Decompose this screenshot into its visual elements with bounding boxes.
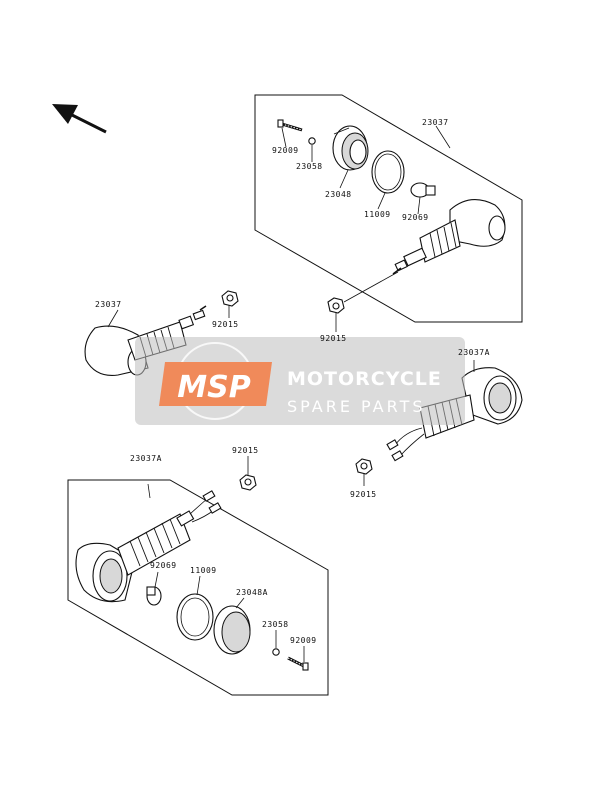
- top-nut: [327, 297, 345, 314]
- watermark-line1: MOTORCYCLE: [287, 368, 442, 390]
- watermark-line2: SPARE PARTS: [287, 397, 426, 416]
- label-right-assembly: 23037A: [458, 348, 490, 357]
- top-gasket: [371, 150, 405, 194]
- label-top-lens: 23048: [325, 190, 352, 199]
- label-top-assembly: 23037: [422, 118, 449, 127]
- top-bulb: [410, 182, 436, 198]
- label-bottom-assembly: 23037A: [130, 454, 162, 463]
- bottom-screw: [287, 646, 309, 671]
- label-top-washer: 23058: [296, 162, 323, 171]
- label-top-bulb: 92069: [402, 213, 429, 222]
- label-bottom-washer: 23058: [262, 620, 289, 629]
- top-screw: [277, 119, 303, 132]
- label-bottom-nut: 92015: [232, 446, 259, 455]
- label-bottom-screw: 92009: [290, 636, 317, 645]
- bottom-bulb: [146, 571, 162, 606]
- label-top-screw: 92009: [272, 146, 299, 155]
- bottom-group-outline: [67, 479, 329, 696]
- label-bottom-lens: 23048A: [236, 588, 268, 597]
- bottom-nut: [239, 456, 257, 491]
- bottom-gasket: [176, 575, 214, 641]
- arrow-up-left-icon: [52, 104, 107, 134]
- msp-logo-text: MSP: [177, 370, 250, 405]
- right-nut: [355, 458, 373, 486]
- label-left-nut: 92015: [212, 320, 239, 329]
- top-group-outline: [254, 94, 523, 323]
- watermark: MSP MOTORCYCLE SPARE PARTS: [135, 337, 465, 425]
- label-left-assembly: 23037: [95, 300, 122, 309]
- bottom-signal-housing: [75, 483, 222, 603]
- label-bottom-gasket: 11009: [190, 566, 217, 575]
- top-exploded-group: [254, 94, 523, 332]
- label-top-gasket: 11009: [364, 210, 391, 219]
- msp-logo-badge: [159, 362, 272, 406]
- bottom-exploded-group: [67, 456, 329, 696]
- top-signal-housing: [392, 199, 506, 275]
- label-bottom-bulb: 92069: [150, 561, 177, 570]
- bottom-washer: [272, 630, 280, 656]
- top-lens-cap: [332, 125, 369, 171]
- top-washer: [308, 137, 316, 145]
- left-nut: [221, 290, 239, 318]
- label-top-nut: 92015: [320, 334, 347, 343]
- label-right-nut: 92015: [350, 490, 377, 499]
- bottom-lens-cap: [213, 597, 251, 655]
